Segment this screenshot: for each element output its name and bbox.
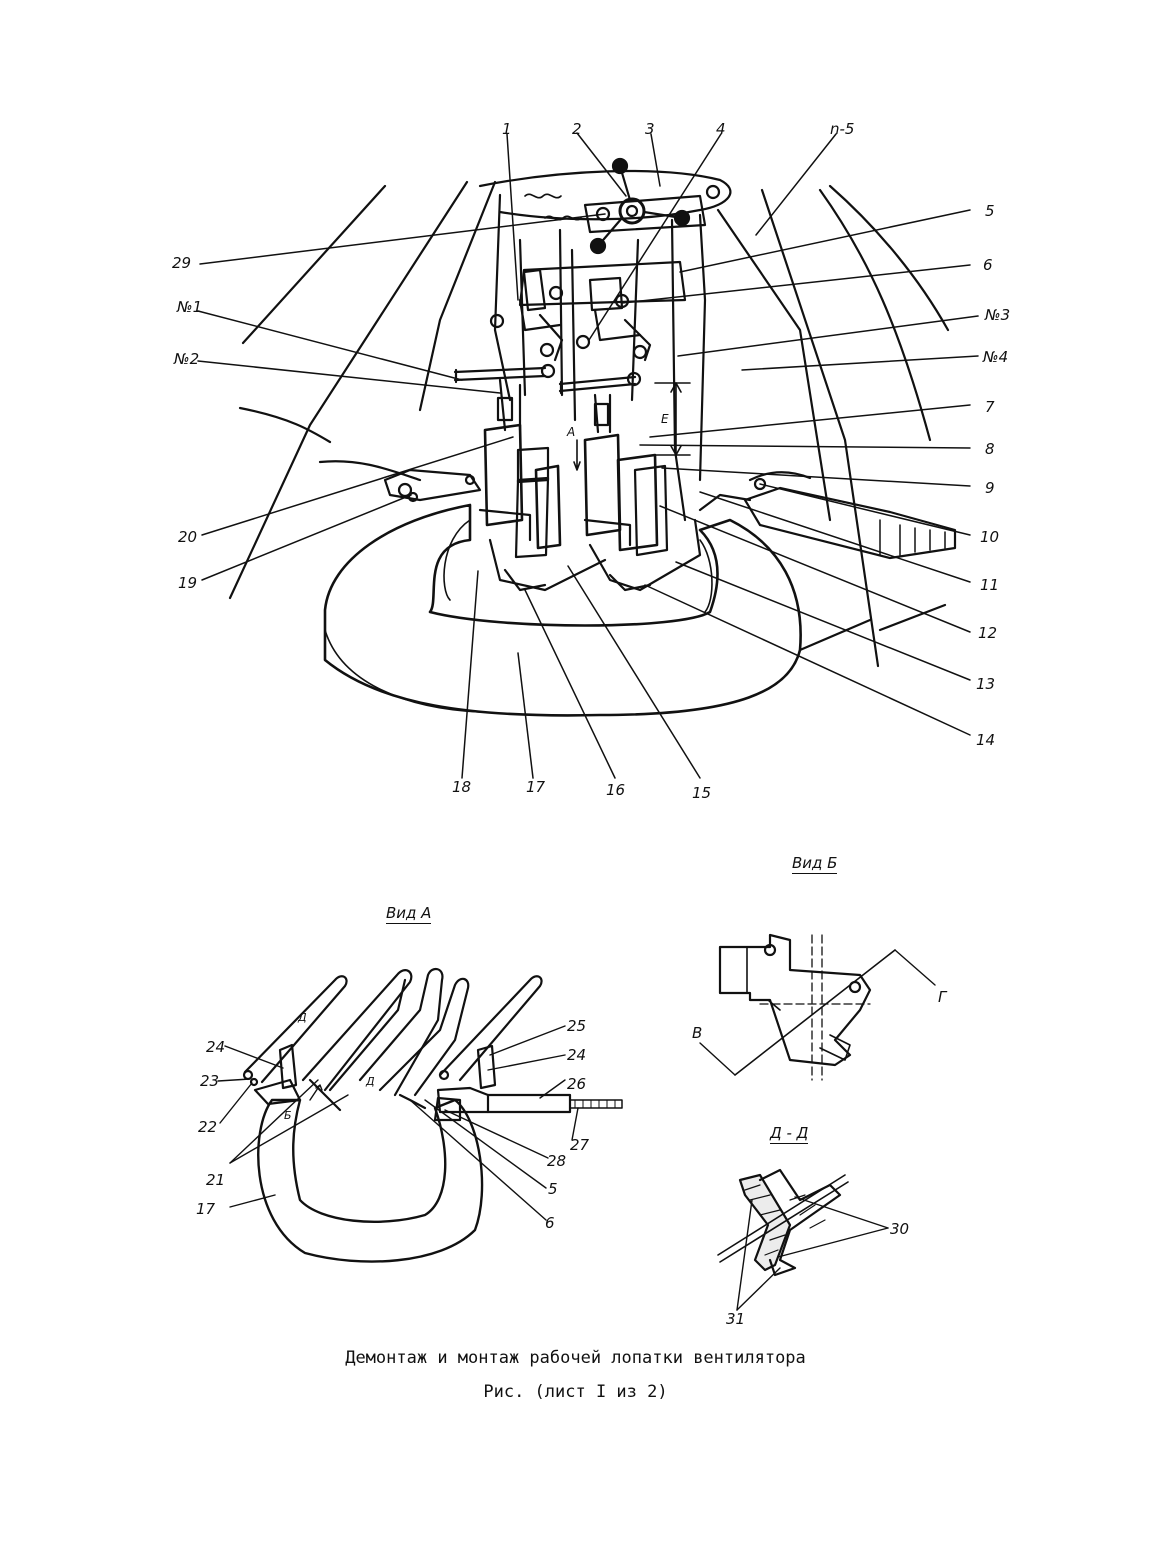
label-29: 29 <box>172 254 192 272</box>
leader-lines <box>197 132 979 779</box>
view-a-label-b: Б <box>284 1109 292 1122</box>
view-a-label-21: 21 <box>206 1171 226 1189</box>
label-6: 6 <box>983 256 993 274</box>
view-a-label-6: 6 <box>545 1214 555 1232</box>
label-13: 13 <box>976 675 996 693</box>
dimension-e <box>573 382 691 471</box>
view-a-label-25: 25 <box>567 1017 587 1035</box>
clamp-shoes <box>488 493 752 592</box>
label-9: 9 <box>985 479 995 497</box>
label-18: 18 <box>452 778 472 796</box>
view-a-label-24-left: 24 <box>206 1038 226 1056</box>
view-a-label-d2: Д <box>366 1075 375 1088</box>
label-a-arrow: А <box>567 425 576 439</box>
t-bars <box>453 363 642 434</box>
section-label-30: 30 <box>890 1220 910 1238</box>
view-a-label-17: 17 <box>196 1200 216 1218</box>
view-a-label-23: 23 <box>200 1072 220 1090</box>
label-11: 11 <box>980 576 1000 594</box>
view-b-label-v: В <box>692 1024 703 1042</box>
label-no3: №3 <box>985 306 1011 324</box>
label-n-5: n-5 <box>830 120 855 138</box>
view-a-label-d1: Д <box>298 1011 307 1024</box>
view-b-label-g: Г <box>938 988 947 1006</box>
view-a-label-26: 26 <box>567 1075 587 1093</box>
view-a-label-27: 27 <box>570 1136 590 1154</box>
label-8: 8 <box>985 440 995 458</box>
view-a-label-28: 28 <box>547 1152 567 1170</box>
view-a-label-5: 5 <box>548 1180 558 1198</box>
label-15: 15 <box>692 784 712 802</box>
label-20: 20 <box>178 528 198 546</box>
label-16: 16 <box>606 781 626 799</box>
label-5: 5 <box>985 202 995 220</box>
figure-caption-title: Демонтаж и монтаж рабочей лопатки вентил… <box>345 1348 806 1368</box>
label-no2: №2 <box>174 350 200 368</box>
cylinders <box>478 423 669 559</box>
label-19: 19 <box>178 574 198 592</box>
label-1: 1 <box>502 120 512 138</box>
view-b-title: Вид Б <box>792 854 838 874</box>
section-label-31: 31 <box>726 1310 746 1328</box>
left-bracket <box>383 468 482 503</box>
label-3: 3 <box>645 120 655 138</box>
label-e-dim: Е <box>661 412 669 426</box>
u-frame <box>323 503 802 717</box>
view-a-label-24-right: 24 <box>567 1046 587 1064</box>
side-bracket <box>743 471 957 560</box>
figure-caption-sheet: Рис. (лист I из 2) <box>483 1382 668 1402</box>
label-2: 2 <box>572 120 582 138</box>
view-a-title: Вид А <box>386 904 432 924</box>
view-b-drawing <box>699 933 936 1081</box>
label-no1: №1 <box>177 298 203 316</box>
view-a-label-22: 22 <box>198 1118 218 1136</box>
label-7: 7 <box>985 398 995 416</box>
label-10: 10 <box>980 528 1000 546</box>
fan-blade-lines <box>228 180 950 668</box>
label-12: 12 <box>978 624 998 642</box>
label-4: 4 <box>716 120 726 138</box>
label-no4: №4 <box>983 348 1009 366</box>
label-14: 14 <box>976 731 996 749</box>
label-17: 17 <box>526 778 546 796</box>
view-a-drawing <box>217 967 623 1263</box>
section-dd-drawing <box>717 1168 889 1311</box>
knob-assembly <box>583 157 721 255</box>
section-dd-title: Д - Д <box>770 1124 809 1144</box>
